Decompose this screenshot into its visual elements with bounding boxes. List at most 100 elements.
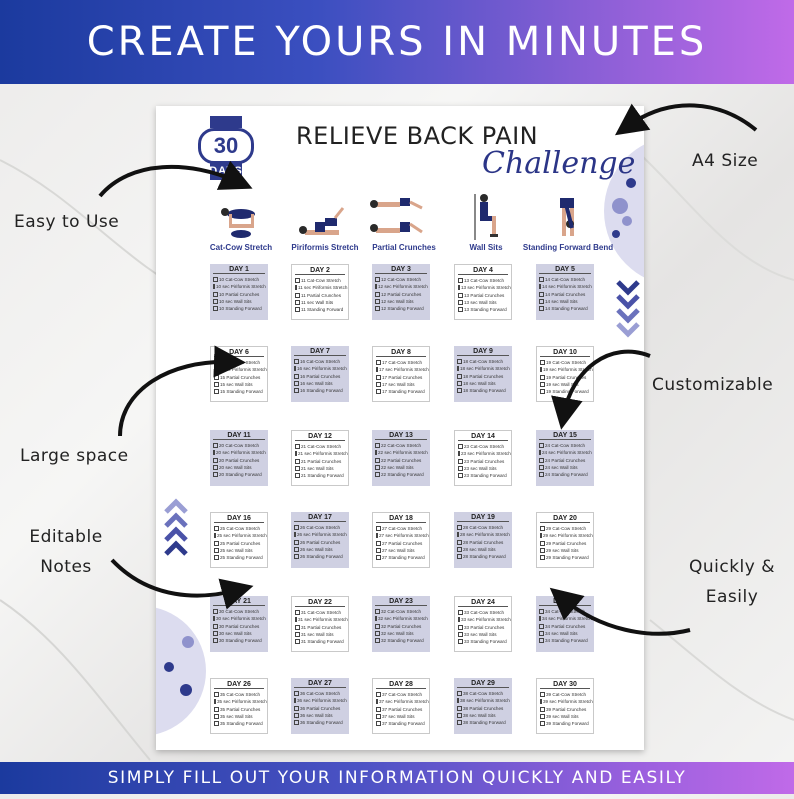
task-checkbox[interactable] (539, 631, 544, 637)
task-checkbox[interactable] (458, 292, 463, 298)
task-checkbox[interactable] (458, 278, 463, 284)
task-checkbox[interactable] (375, 472, 380, 478)
task-checkbox[interactable] (213, 299, 218, 305)
task-checkbox[interactable] (295, 458, 300, 464)
task-checkbox[interactable] (214, 533, 216, 539)
task-checkbox[interactable] (540, 555, 545, 561)
task-checkbox[interactable] (375, 616, 377, 622)
task-checkbox[interactable] (294, 713, 299, 719)
task-checkbox[interactable] (376, 533, 378, 539)
task-checkbox[interactable] (457, 388, 462, 394)
task-checkbox[interactable] (457, 720, 462, 726)
task-checkbox[interactable] (294, 532, 296, 538)
task-checkbox[interactable] (540, 699, 542, 705)
task-checkbox[interactable] (458, 610, 463, 616)
task-checkbox[interactable] (295, 617, 297, 623)
task-checkbox[interactable] (214, 706, 219, 712)
task-checkbox[interactable] (539, 291, 544, 297)
task-checkbox[interactable] (458, 639, 463, 645)
task-checkbox[interactable] (457, 547, 462, 553)
task-checkbox[interactable] (214, 699, 216, 705)
task-checkbox[interactable] (295, 451, 297, 457)
task-checkbox[interactable] (457, 366, 459, 372)
task-checkbox[interactable] (376, 706, 381, 712)
task-checkbox[interactable] (540, 374, 545, 380)
task-checkbox[interactable] (295, 466, 300, 472)
task-checkbox[interactable] (458, 451, 460, 457)
task-checkbox[interactable] (539, 277, 544, 283)
task-checkbox[interactable] (295, 278, 300, 284)
task-checkbox[interactable] (295, 285, 297, 291)
task-checkbox[interactable] (376, 367, 378, 373)
task-checkbox[interactable] (214, 555, 219, 561)
task-checkbox[interactable] (458, 444, 463, 450)
task-checkbox[interactable] (376, 360, 381, 366)
task-checkbox[interactable] (458, 466, 463, 472)
task-checkbox[interactable] (295, 444, 300, 450)
task-checkbox[interactable] (213, 443, 218, 449)
task-checkbox[interactable] (294, 698, 296, 704)
task-checkbox[interactable] (457, 532, 459, 538)
task-checkbox[interactable] (375, 291, 380, 297)
task-checkbox[interactable] (214, 540, 219, 546)
task-checkbox[interactable] (375, 299, 380, 305)
task-checkbox[interactable] (539, 457, 544, 463)
task-checkbox[interactable] (539, 609, 544, 615)
task-checkbox[interactable] (295, 639, 300, 645)
task-checkbox[interactable] (539, 465, 544, 471)
task-checkbox[interactable] (376, 540, 381, 546)
task-checkbox[interactable] (214, 548, 219, 554)
task-checkbox[interactable] (375, 284, 377, 290)
task-checkbox[interactable] (540, 360, 545, 366)
task-checkbox[interactable] (540, 533, 542, 539)
task-checkbox[interactable] (457, 705, 462, 711)
task-checkbox[interactable] (540, 548, 545, 554)
task-checkbox[interactable] (295, 292, 300, 298)
task-checkbox[interactable] (539, 472, 544, 478)
task-checkbox[interactable] (376, 714, 381, 720)
task-checkbox[interactable] (539, 443, 544, 449)
task-checkbox[interactable] (295, 610, 300, 616)
task-checkbox[interactable] (539, 623, 544, 629)
task-checkbox[interactable] (375, 623, 380, 629)
task-checkbox[interactable] (214, 382, 219, 388)
task-checkbox[interactable] (213, 631, 218, 637)
task-checkbox[interactable] (213, 457, 218, 463)
task-checkbox[interactable] (457, 359, 462, 365)
task-checkbox[interactable] (375, 450, 377, 456)
task-checkbox[interactable] (376, 374, 381, 380)
task-checkbox[interactable] (539, 638, 544, 644)
task-checkbox[interactable] (294, 359, 299, 365)
task-checkbox[interactable] (458, 285, 460, 291)
task-checkbox[interactable] (458, 458, 463, 464)
task-checkbox[interactable] (214, 526, 219, 532)
task-checkbox[interactable] (376, 721, 381, 727)
task-checkbox[interactable] (457, 713, 462, 719)
task-checkbox[interactable] (295, 473, 300, 479)
task-checkbox[interactable] (458, 632, 463, 638)
task-checkbox[interactable] (295, 300, 300, 306)
task-checkbox[interactable] (458, 617, 460, 623)
task-checkbox[interactable] (375, 465, 380, 471)
task-checkbox[interactable] (213, 284, 215, 290)
task-checkbox[interactable] (458, 300, 463, 306)
task-checkbox[interactable] (375, 609, 380, 615)
task-checkbox[interactable] (294, 388, 299, 394)
task-checkbox[interactable] (214, 389, 219, 395)
task-checkbox[interactable] (294, 547, 299, 553)
task-checkbox[interactable] (213, 450, 215, 456)
task-checkbox[interactable] (540, 389, 545, 395)
